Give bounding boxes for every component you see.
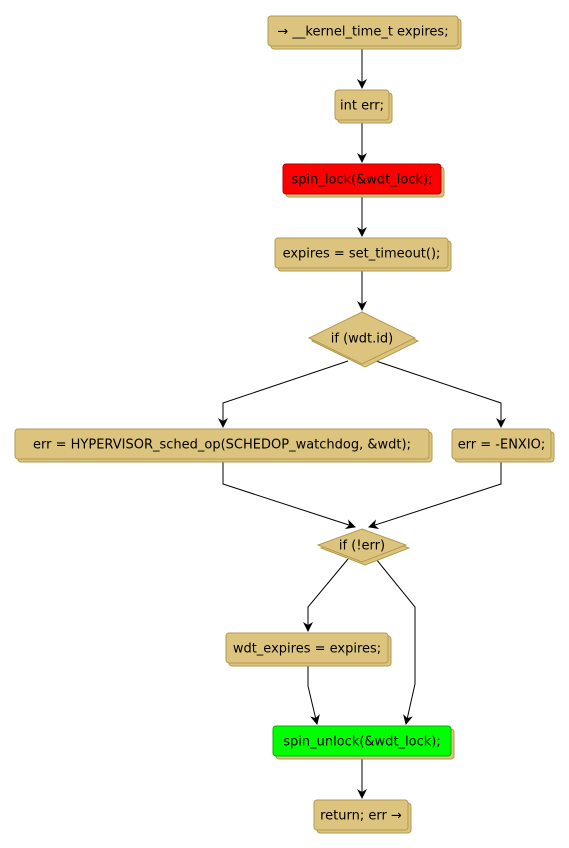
edge-if-err-to-wdt-expires — [303, 558, 349, 632]
hypervisor-call-label: err = HYPERVISOR_sched_op(SCHEDOP_watchd… — [33, 438, 411, 453]
edge-wdt-expires-to-unlock — [307, 662, 320, 725]
node-if-wdt-id: if (wdt.id) — [307, 311, 420, 368]
spin-lock-label: spin_lock(&wdt_lock); — [291, 173, 432, 188]
start-label: → __kernel_time_t expires; — [277, 25, 448, 40]
edge-if-err-to-unlock — [375, 558, 416, 725]
edge-if-wdt-to-enxio — [375, 360, 506, 428]
if-wdt-id-label: if (wdt.id) — [331, 332, 393, 347]
return-label: return; err → — [320, 809, 402, 824]
node-set-expires: expires = set_timeout(); — [274, 237, 452, 272]
node-start: → __kernel_time_t expires; — [267, 15, 462, 50]
if-not-err-label: if (!err) — [339, 539, 385, 554]
node-spin-unlock: spin_unlock(&wdt_lock); — [272, 725, 455, 760]
set-expires-label: expires = set_timeout(); — [283, 247, 441, 262]
edge-if-wdt-to-hypervisor — [218, 360, 349, 428]
node-if-not-err: if (!err) — [316, 528, 411, 566]
spin-unlock-label: spin_unlock(&wdt_lock); — [283, 735, 440, 750]
node-return: return; err → — [313, 799, 412, 834]
edges — [218, 45, 506, 799]
node-spin-lock: spin_lock(&wdt_lock); — [282, 163, 445, 198]
err-enxio-label: err = -ENXIO; — [458, 438, 546, 453]
node-hypervisor-call: err = HYPERVISOR_sched_op(SCHEDOP_watchd… — [14, 428, 433, 463]
decl-err-label: int err; — [340, 99, 384, 114]
node-wdt-expires: wdt_expires = expires; — [225, 632, 392, 667]
edge-hypervisor-to-if-err — [222, 458, 356, 529]
wdt-expires-label: wdt_expires = expires; — [233, 642, 381, 657]
node-decl-err: int err; — [334, 89, 393, 124]
node-err-enxio: err = -ENXIO; — [451, 428, 555, 463]
edge-enxio-to-if-err — [368, 458, 502, 529]
